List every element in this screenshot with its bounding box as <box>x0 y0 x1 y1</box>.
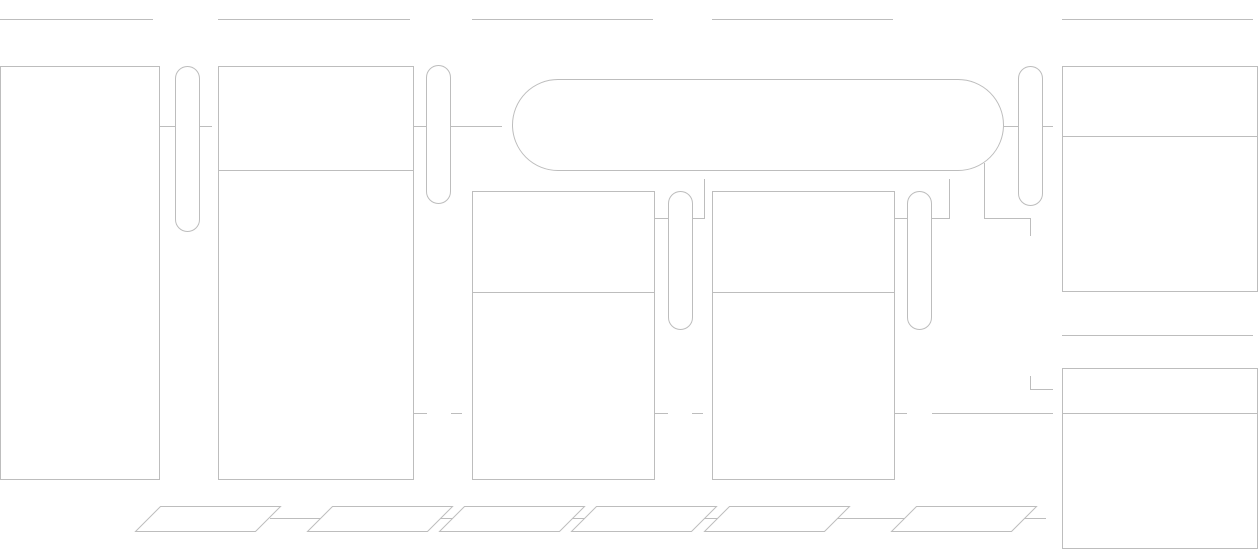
entity-box-6[interactable] <box>1062 368 1258 549</box>
connector-pill[interactable] <box>907 191 932 330</box>
entity-box-5[interactable] <box>1062 66 1258 292</box>
entity-box-frame <box>1062 66 1258 292</box>
entity-box-frame <box>472 191 655 480</box>
connector-pill[interactable] <box>426 65 451 204</box>
process-step[interactable] <box>438 506 586 532</box>
column-headers <box>0 19 1253 336</box>
connector-line <box>1030 376 1053 390</box>
entity-box-frame <box>712 191 895 480</box>
process-step[interactable] <box>703 506 851 532</box>
entity-box-4[interactable] <box>712 191 895 480</box>
entity-box-1[interactable] <box>0 66 160 480</box>
entity-box-frame <box>1062 368 1258 549</box>
connector-line <box>984 163 1031 236</box>
process-step[interactable] <box>570 506 718 532</box>
connector-pill[interactable] <box>175 66 200 232</box>
process-step[interactable] <box>890 506 1038 532</box>
central-process-pill[interactable] <box>512 79 1004 171</box>
entity-box-frame <box>218 66 414 480</box>
connector-pill[interactable] <box>1018 66 1043 206</box>
process-step[interactable] <box>306 506 454 532</box>
process-step[interactable] <box>134 506 282 532</box>
connector-pill[interactable] <box>668 191 693 330</box>
entity-box-2[interactable] <box>218 66 414 480</box>
entity-boxes <box>0 66 1258 549</box>
entity-box-3[interactable] <box>472 191 655 480</box>
process-steps <box>134 506 1038 532</box>
connector-pills <box>175 65 1043 330</box>
